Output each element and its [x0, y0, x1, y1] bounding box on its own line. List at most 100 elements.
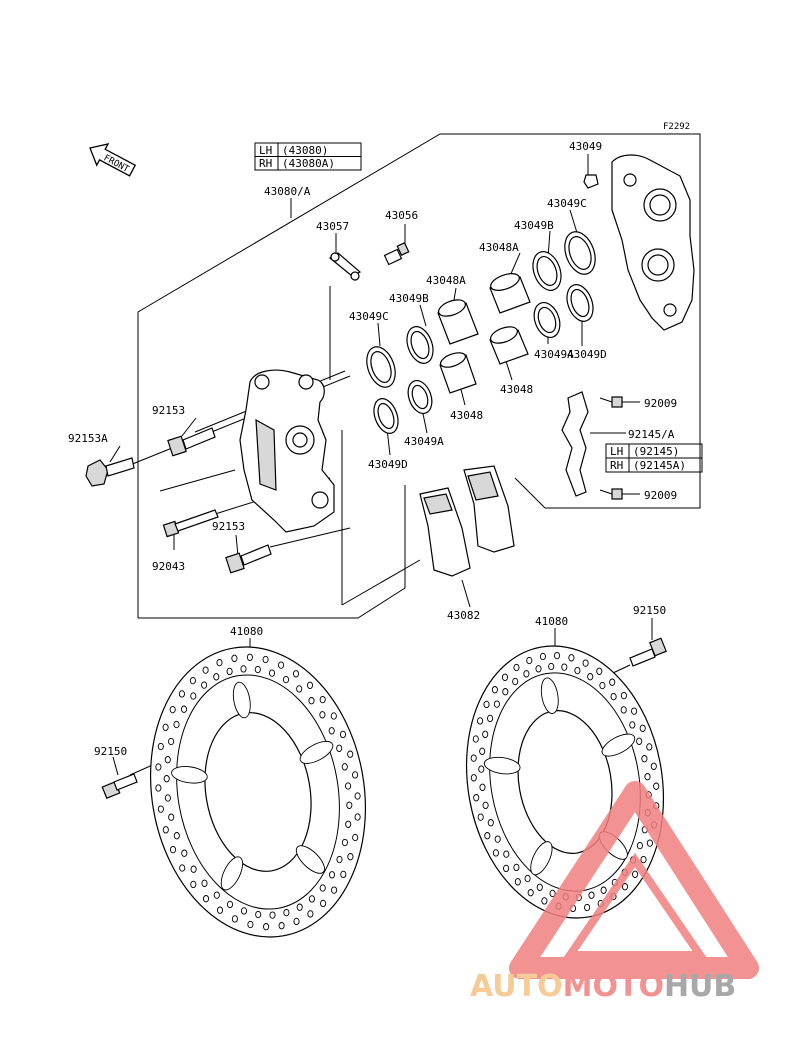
bleeder-valve: [328, 252, 362, 281]
disc-hole: [169, 705, 176, 714]
disc-hole: [331, 886, 338, 894]
washer: [583, 174, 599, 189]
disc-hole: [240, 907, 248, 915]
bracket-92145: [561, 391, 589, 497]
disc-hole: [548, 662, 555, 671]
disc-slot: [540, 677, 559, 714]
disc-hole: [319, 884, 326, 892]
disc-hole: [582, 659, 589, 667]
disc-hole: [190, 692, 197, 700]
watermark-text: HUB: [664, 969, 736, 1004]
disc-hole: [278, 922, 285, 930]
watermark-text: MOTO: [563, 969, 664, 1004]
part-label: 92150: [633, 604, 666, 617]
part-label: 43049C: [349, 310, 389, 323]
disc-hole: [609, 678, 616, 686]
disc-hole: [477, 813, 484, 821]
disc-hole: [535, 665, 542, 673]
brake-pad: [419, 487, 471, 577]
disc-hole: [190, 880, 197, 889]
bracket-variant-table: LH (92145) RH (92145A): [605, 443, 703, 473]
part-label: 43049D: [368, 458, 408, 471]
disc-hole: [190, 865, 197, 873]
disc-hole: [588, 891, 595, 899]
disc-hole: [482, 730, 489, 738]
part-label: 43048A: [426, 274, 466, 287]
disc-hole: [213, 673, 220, 681]
disc-hole: [354, 792, 361, 800]
part-label: 43049A: [404, 435, 444, 448]
disc-hole: [307, 910, 314, 918]
disc-hole: [484, 832, 491, 840]
disc-hole: [201, 879, 208, 887]
disc-hole: [345, 820, 352, 828]
disc-hole: [549, 889, 556, 898]
part-label: 43049B: [389, 292, 429, 305]
bolt-92153: [167, 427, 216, 457]
disc-hole: [155, 763, 162, 771]
caliper-right: [611, 154, 695, 331]
disc-slot: [299, 740, 334, 764]
disc-hole: [477, 717, 484, 725]
seal: [532, 251, 562, 291]
disc-hole: [268, 669, 276, 677]
seal: [406, 326, 434, 364]
disc-hole: [514, 878, 521, 886]
disc-hole: [308, 697, 315, 705]
bolt-92153a: [85, 457, 135, 487]
disc-hole: [341, 763, 348, 771]
disc-hole: [319, 695, 326, 704]
disc-hole: [240, 665, 247, 673]
disc-hole: [483, 700, 490, 709]
seal: [407, 379, 433, 415]
disc-hole: [513, 663, 520, 672]
seal: [373, 398, 399, 434]
disc-hole: [479, 783, 486, 791]
disc-hole: [189, 676, 196, 685]
disc-hole: [164, 756, 171, 764]
part-label: 43057: [316, 220, 349, 233]
disc-hole: [213, 891, 220, 899]
brake-disc: [149, 646, 367, 938]
brake-disc: [465, 645, 665, 919]
disc-hole: [296, 685, 303, 693]
disc-hole: [636, 841, 643, 850]
disc-hole: [202, 895, 210, 903]
seal: [564, 231, 596, 275]
disc-hole: [162, 723, 169, 731]
variant-part: (43080A): [282, 157, 335, 170]
disc-hole: [345, 782, 352, 790]
disc-hole: [650, 762, 657, 770]
disc-hole: [168, 813, 175, 821]
part-label: 43049B: [514, 219, 554, 232]
disc-hole: [293, 917, 300, 926]
bleeder-cap: [383, 241, 410, 266]
disc-slot: [483, 756, 521, 775]
disc-hole: [282, 675, 290, 684]
part-label: 92009: [644, 489, 677, 502]
svg-text:AUTOMOTOHUB: AUTOMOTOHUB: [470, 969, 736, 1004]
pin-92043: [162, 509, 219, 538]
disc-hole: [292, 670, 300, 678]
part-label: 43082: [447, 609, 480, 622]
screw-92009: [599, 488, 623, 500]
part-label: 43048A: [479, 241, 519, 254]
disc-hole: [527, 889, 534, 897]
watermark-text: AUTO: [470, 969, 563, 1004]
disc-hole: [493, 700, 500, 708]
disc-hole: [320, 899, 327, 908]
disc-hole: [599, 681, 606, 690]
disc-hole: [632, 870, 639, 878]
disc-hole: [306, 681, 314, 689]
disc-hole: [620, 706, 627, 714]
disc-hole: [155, 784, 162, 792]
disc-hole: [278, 661, 285, 669]
disc-hole: [653, 782, 660, 790]
disc-hole: [553, 651, 561, 660]
disc-hole: [164, 794, 171, 802]
disc-hole: [487, 819, 494, 827]
disc-hole: [247, 920, 254, 929]
disc-hole: [584, 903, 591, 912]
disc-hole: [561, 663, 568, 671]
disc-hole: [621, 883, 629, 891]
